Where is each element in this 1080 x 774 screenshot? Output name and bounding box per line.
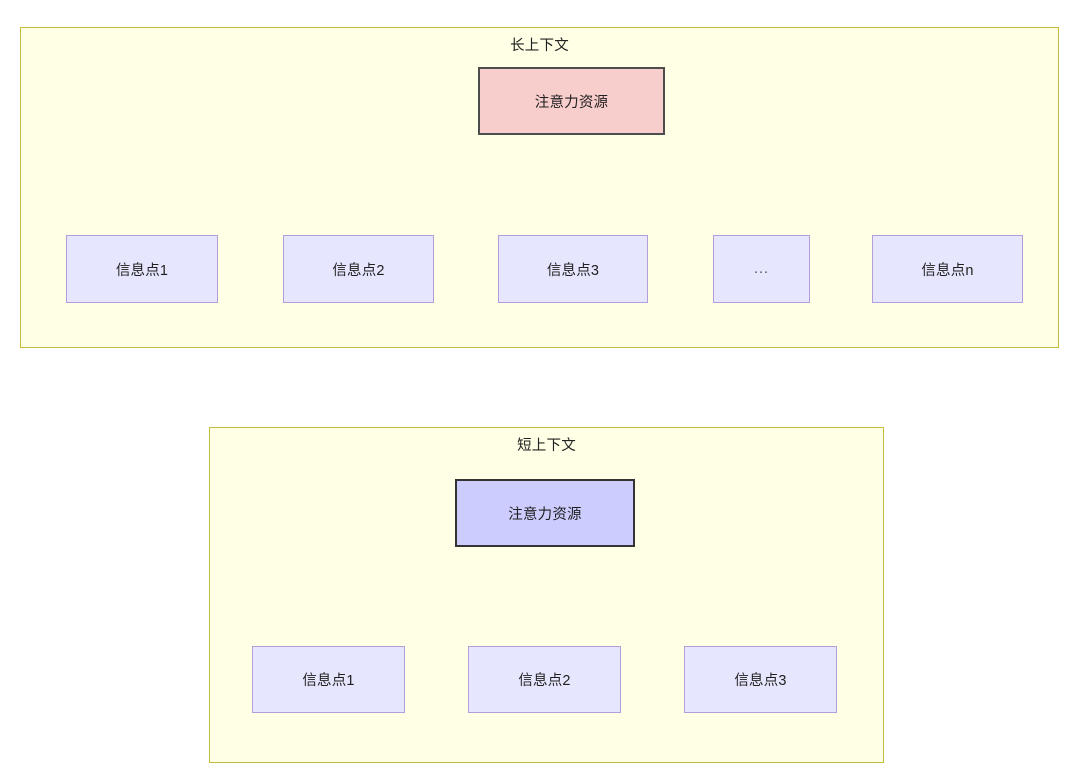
- node-short-info-point-2[interactable]: 信息点2: [468, 646, 621, 713]
- node-long-info-point-3[interactable]: 信息点3: [498, 235, 648, 303]
- node-short-attention-resource[interactable]: 注意力资源: [455, 479, 635, 547]
- node-long-info-point-2[interactable]: 信息点2: [283, 235, 434, 303]
- node-long-info-point-ellipsis[interactable]: ...: [713, 235, 810, 303]
- node-short-info-point-3[interactable]: 信息点3: [684, 646, 837, 713]
- node-short-info-point-1[interactable]: 信息点1: [252, 646, 405, 713]
- group-long-context-title: 长上下文: [510, 38, 569, 54]
- node-long-info-point-n[interactable]: 信息点n: [872, 235, 1023, 303]
- group-short-context-title: 短上下文: [517, 438, 576, 454]
- node-long-info-point-1[interactable]: 信息点1: [66, 235, 218, 303]
- node-long-attention-resource[interactable]: 注意力资源: [478, 67, 665, 135]
